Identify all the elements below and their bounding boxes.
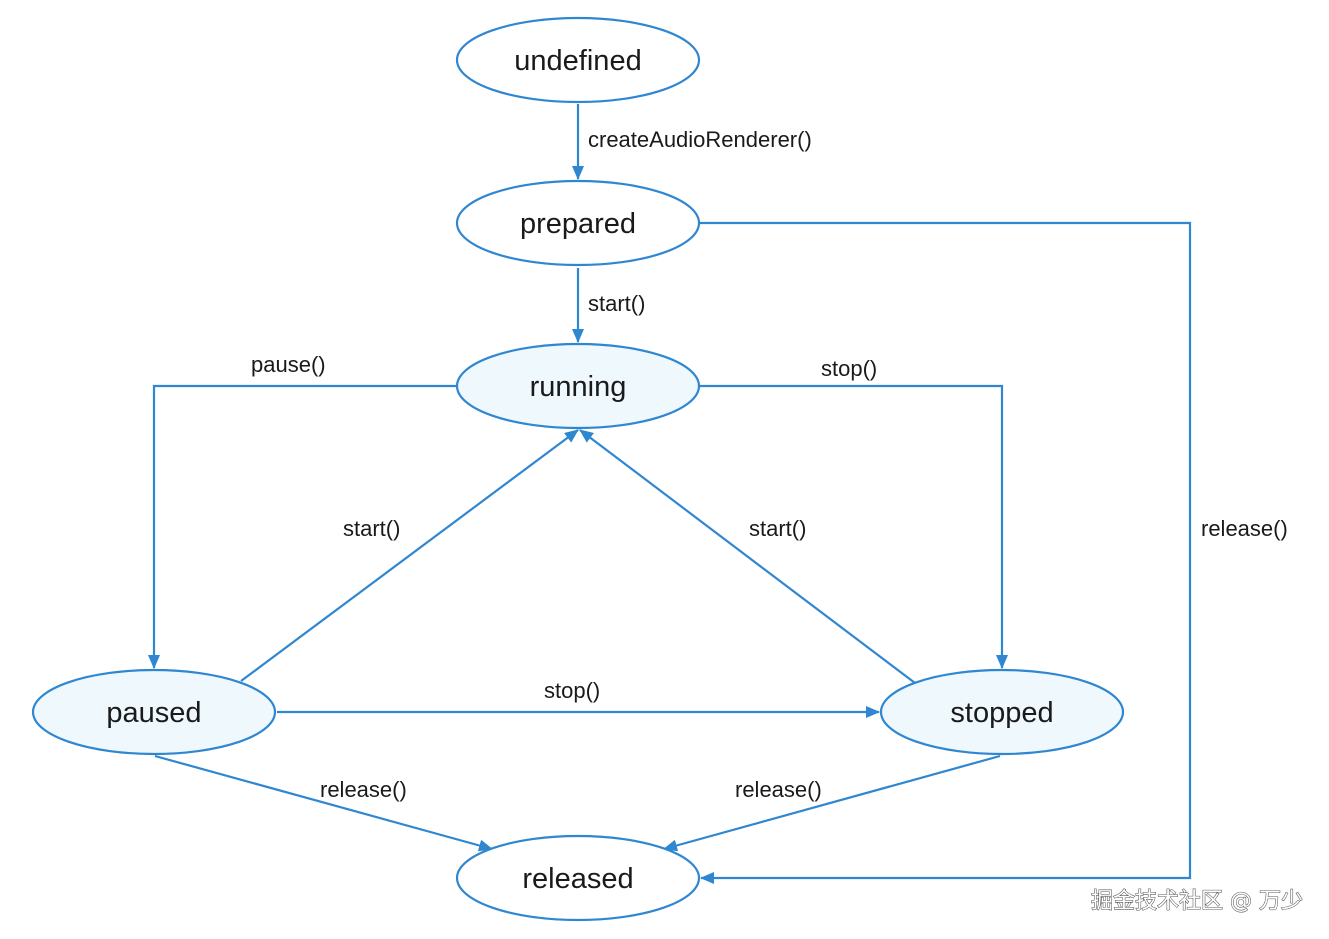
edge-paused-to-released xyxy=(154,754,493,852)
state-prepared-label: prepared xyxy=(520,208,636,240)
edge-label-prepared-start: start() xyxy=(588,291,645,316)
edge-label-stopped-release: release() xyxy=(735,777,822,802)
state-stopped: stopped xyxy=(879,668,1125,756)
state-paused: paused xyxy=(31,668,277,756)
state-released: released xyxy=(455,834,701,922)
edge-label-paused-stop: stop() xyxy=(544,678,600,703)
edge-running-to-stopped xyxy=(700,384,1008,669)
watermark: 掘金技术社区 @ 万少 xyxy=(1091,889,1303,914)
state-stopped-label: stopped xyxy=(950,697,1053,729)
edge-label-running-pause: pause() xyxy=(251,352,326,377)
edge-label-paused-start: start() xyxy=(343,516,400,541)
edge-paused-to-running xyxy=(240,429,579,682)
edge-label-paused-release: release() xyxy=(320,777,407,802)
state-released-label: released xyxy=(522,863,633,895)
state-paused-label: paused xyxy=(106,697,201,729)
state-undefined-label: undefined xyxy=(514,45,641,77)
state-prepared: prepared xyxy=(455,179,701,267)
edge-label-stopped-start: start() xyxy=(749,516,806,541)
edge-label-running-stop: stop() xyxy=(821,356,877,381)
state-running: running xyxy=(455,342,701,430)
state-undefined: undefined xyxy=(455,16,701,104)
edge-running-to-paused xyxy=(148,384,456,669)
edge-label-create: createAudioRenderer() xyxy=(588,127,812,152)
edge-stopped-to-released xyxy=(663,754,1001,852)
state-running-label: running xyxy=(530,371,627,403)
edge-label-prepared-release: release() xyxy=(1201,516,1288,541)
edge-prepared-to-released xyxy=(700,221,1192,884)
edge-stopped-to-running xyxy=(579,429,916,684)
